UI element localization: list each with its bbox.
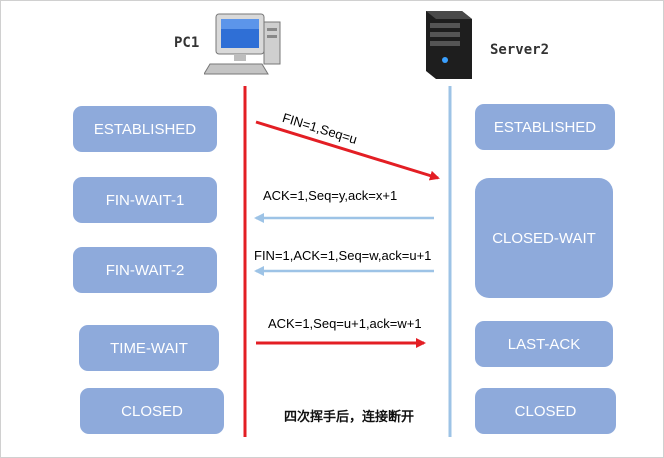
fin-arrow [255,120,440,181]
message-ack-label: ACK=1,Seq=y,ack=x+1 [263,188,398,203]
client-state-closed: CLOSED [80,388,224,434]
server-state-closed: CLOSED [475,388,616,434]
client-state-established: ESTABLISHED [73,106,217,152]
client-state-fin-wait-1: FIN-WAIT-1 [73,177,217,223]
client-label: PC1 [174,35,200,51]
server-state-established: ESTABLISHED [475,104,615,150]
desktop-computer-icon [204,13,281,75]
server-tower-icon [426,11,472,79]
server-state-closed-wait: CLOSED-WAIT [475,178,613,298]
message-final-ack-label: ACK=1,Seq=u+1,ack=w+1 [268,316,422,331]
caption: 四次挥手后，连接断开 [284,409,415,424]
server-label: Server2 [490,42,550,58]
client-state-time-wait: TIME-WAIT [79,325,219,371]
client-state-fin-wait-2: FIN-WAIT-2 [73,247,217,293]
server-state-last-ack: LAST-ACK [475,321,613,367]
message-fin-ack-label: FIN=1,ACK=1,Seq=w,ack=u+1 [254,248,432,263]
